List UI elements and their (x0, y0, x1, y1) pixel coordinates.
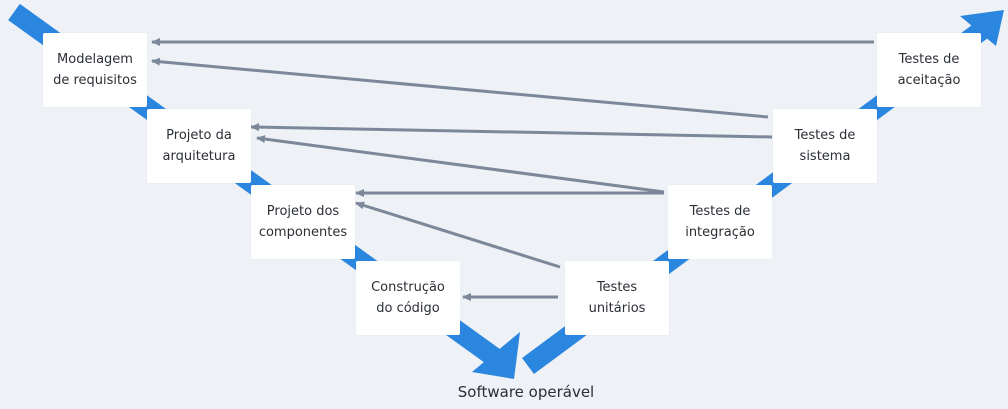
feedback-arrows (151, 38, 874, 301)
phase-construction-label: Construção do código (371, 280, 445, 316)
phase-components: Projeto dos componentes (251, 185, 355, 259)
phase-unit-tests: Testes unitários (565, 261, 669, 335)
phase-acceptance-tests-label: Testes de aceitação (897, 52, 961, 88)
arrow-integration-to-architecture (256, 135, 665, 194)
phase-system-tests-label: Testes de sistema (794, 128, 856, 164)
phase-construction: Construção do código (356, 261, 460, 335)
phase-acceptance-tests: Testes de aceitação (877, 33, 981, 107)
arrow-unit-to-components (355, 201, 561, 269)
phase-integration-tests-label: Testes de integração (685, 204, 755, 240)
phase-system-tests: Testes de sistema (773, 109, 877, 183)
phase-requirements-label: Modelagem de requisitos (53, 52, 137, 88)
arrow-system-to-architecture (250, 123, 773, 139)
arrow-system-to-requirements (151, 57, 769, 119)
v-top-arrowhead (960, 10, 1004, 46)
phase-components-label: Projeto dos componentes (258, 204, 348, 240)
diagram-caption: Software operável (457, 383, 595, 401)
phase-unit-tests-label: Testes unitários (588, 280, 646, 316)
v-bottom-arrowhead (472, 332, 520, 379)
phase-integration-tests: Testes de integração (668, 185, 772, 259)
phase-architecture-label: Projeto da arquitetura (162, 128, 236, 164)
phase-architecture: Projeto da arquitetura (147, 109, 251, 183)
phase-requirements: Modelagem de requisitos (43, 33, 147, 107)
